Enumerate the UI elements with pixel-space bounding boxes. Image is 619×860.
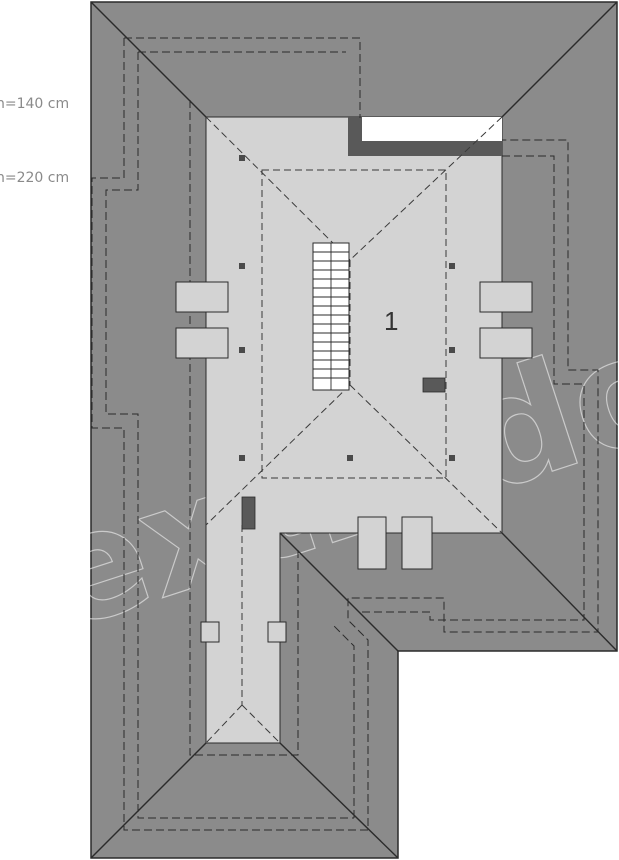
roof-opening [362,117,502,141]
roof-windows [175,281,533,643]
chimney-right [422,377,446,393]
height-label-140: h=140 cm [0,96,69,112]
dashed-wall-outline [91,37,599,831]
height-label-220: h=220 cm [0,170,69,186]
column-markers [239,155,455,461]
chimney-left [241,496,256,530]
dashed-ridge-lines [205,116,503,744]
staircase [312,242,350,391]
room-number-label: 1 [384,306,398,336]
